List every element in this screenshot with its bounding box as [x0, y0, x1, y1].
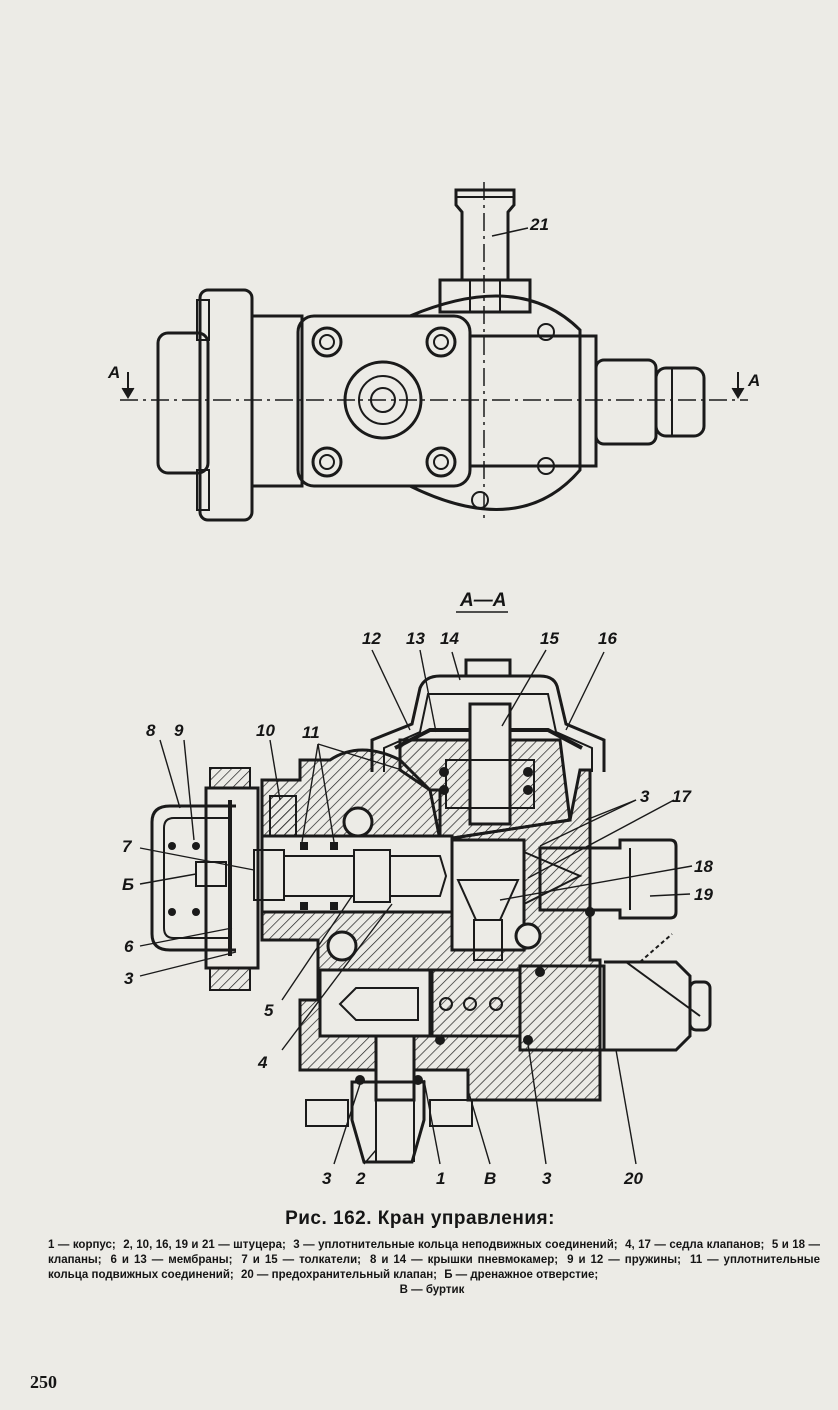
- cover-8: [150, 804, 236, 952]
- label-14: 14: [440, 629, 459, 648]
- right-body: [468, 334, 598, 468]
- section-view: A—A: [122, 590, 713, 1188]
- label-15: 15: [540, 629, 559, 648]
- legend-item: Б — дренажное отверстие;: [444, 1269, 599, 1281]
- legend-item: 4, 17 — седла клапанов;: [625, 1239, 765, 1251]
- section-mark-left: A: [107, 363, 120, 382]
- fitting-21: [454, 188, 516, 282]
- label-8: 8: [146, 721, 156, 740]
- seals-11: [300, 842, 338, 910]
- label-4: 4: [257, 1053, 268, 1072]
- legend-item: 20 — предохранительный клапан;: [240, 1269, 438, 1281]
- section-labels: 12 13 14 15 16 8 9 10 11 7 Б 6 3 5 4 3 1…: [122, 629, 713, 1188]
- left-bore: [260, 834, 454, 914]
- legend-item: 2, 10, 16, 19 и 21 — штуцера;: [123, 1239, 286, 1251]
- section-mark-right: A: [747, 371, 760, 390]
- label-18: 18: [694, 857, 713, 876]
- legend-item: 8 и 14 — крышки пневмокамер;: [369, 1254, 559, 1266]
- vertical-channel: [450, 838, 526, 952]
- section-title: A—A: [459, 590, 506, 611]
- round-flange: [409, 294, 582, 511]
- figure-caption: Рис. 162. Кран управления:: [285, 1208, 555, 1229]
- seals-3: [355, 907, 595, 1085]
- label-3-bottom-right: 3: [542, 1169, 552, 1188]
- label-3-left: 3: [124, 969, 134, 988]
- fitting-19: [538, 838, 678, 920]
- legend-item: 3 — уплотнительные кольца неподвижных со…: [293, 1239, 618, 1251]
- legend-item: 1 — корпус;: [48, 1239, 116, 1251]
- valve-5: [390, 855, 448, 897]
- right-fitting: [594, 358, 658, 446]
- fitting-10: [269, 795, 297, 837]
- cover-14-stud: [464, 658, 512, 678]
- top-view: [120, 182, 748, 522]
- label-16: 16: [598, 629, 617, 648]
- label-11: 11: [302, 723, 320, 742]
- label-drain-hole: Б: [122, 875, 134, 894]
- legend-item: 5 и 18 — клапаны;: [48, 1239, 820, 1266]
- main-body: [296, 314, 472, 488]
- top-view-labels: 21 A A: [107, 215, 760, 390]
- label-19: 19: [694, 885, 713, 904]
- drain-hole: [195, 861, 227, 887]
- label-9: 9: [174, 721, 184, 740]
- spring-12: [439, 767, 533, 795]
- label-1: 1: [436, 1169, 445, 1188]
- label-3-bottom-left: 3: [322, 1169, 332, 1188]
- label-collar: В: [484, 1169, 496, 1188]
- label-2: 2: [355, 1169, 366, 1188]
- label-5: 5: [264, 1001, 274, 1020]
- leader-lines: [139, 649, 693, 1165]
- fitting-21-nut: [438, 278, 532, 314]
- technical-drawing: 21 A A A—A: [107, 182, 760, 1188]
- legend-item: 7 и 15 — толкатели;: [241, 1254, 361, 1266]
- seat-17: [523, 851, 583, 905]
- legend-item: 11 — уплотнительные кольца подвижных сое…: [48, 1254, 820, 1281]
- left-cap: [156, 331, 210, 475]
- legend-item: 9 и 12 — пружины;: [567, 1254, 681, 1266]
- label-17: 17: [672, 787, 692, 806]
- label-7: 7: [122, 837, 133, 856]
- bottom-bore: [318, 968, 434, 1038]
- label-13: 13: [406, 629, 425, 648]
- right-fitting-tip: [654, 366, 706, 438]
- legend-item: 6 и 13 — мембраны;: [110, 1254, 233, 1266]
- body-neck: [250, 314, 304, 488]
- legend-item: В — буртик: [399, 1284, 465, 1296]
- label-21: 21: [529, 215, 549, 234]
- label-10: 10: [256, 721, 275, 740]
- label-3-right: 3: [640, 787, 650, 806]
- label-20: 20: [623, 1169, 643, 1188]
- spring-9: [168, 842, 200, 916]
- label-6: 6: [124, 937, 134, 956]
- page-number: 250: [30, 1372, 57, 1392]
- relief-valve-cap: [604, 960, 692, 1052]
- label-12: 12: [362, 629, 381, 648]
- figure-legend: 1 — корпус; 2, 10, 16, 19 и 21 — штуцера…: [48, 1238, 820, 1298]
